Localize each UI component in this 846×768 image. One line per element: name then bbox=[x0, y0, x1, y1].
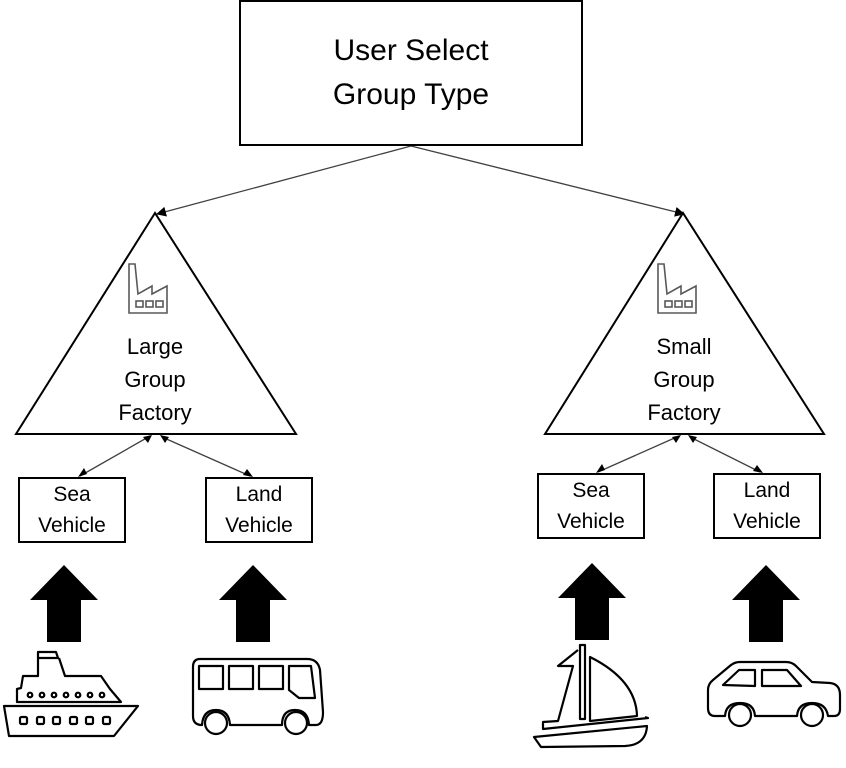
large-group-factory-label: Large Group Factory bbox=[85, 330, 225, 429]
up-arrow-icon bbox=[219, 565, 287, 642]
factory-icon bbox=[128, 263, 168, 314]
vehicle-label-line: Sea bbox=[53, 483, 91, 506]
vehicle-label-line: Vehicle bbox=[225, 514, 293, 537]
up-arrow-icon bbox=[732, 565, 800, 642]
factory-label-line: Small bbox=[656, 334, 712, 359]
vehicle-label-line: Vehicle bbox=[38, 514, 106, 537]
small-sea-vehicle-box: Sea Vehicle bbox=[537, 473, 645, 539]
vehicle-label-line: Land bbox=[743, 479, 791, 502]
factory-label-line: Group bbox=[124, 367, 186, 392]
vehicle-label-line: Vehicle bbox=[733, 510, 801, 533]
factory-label-line: Large bbox=[126, 334, 184, 359]
vehicle-label-line: Land bbox=[235, 483, 283, 506]
root-label-line: Group Type bbox=[332, 78, 490, 111]
large-factory-triangle bbox=[14, 211, 298, 435]
bus-icon bbox=[191, 657, 325, 736]
car-icon bbox=[706, 660, 842, 728]
arrowheads-small bbox=[596, 435, 763, 473]
vehicle-label-line: Sea bbox=[572, 479, 610, 502]
large-land-vehicle-box: Land Vehicle bbox=[205, 477, 313, 543]
root-label-line: User Select bbox=[333, 34, 489, 67]
up-arrow-icon bbox=[558, 563, 626, 640]
sailboat-icon bbox=[532, 643, 650, 749]
small-land-vehicle-box: Land Vehicle bbox=[713, 473, 821, 539]
connector-root-to-small-factory bbox=[410, 145, 685, 217]
factory-label-line: Factory bbox=[118, 400, 192, 425]
small-factory-triangle bbox=[543, 211, 826, 435]
large-sea-vehicle-box: Sea Vehicle bbox=[18, 477, 126, 543]
factory-label-line: Factory bbox=[647, 400, 721, 425]
arrowheads-large bbox=[78, 435, 253, 477]
factory-label-line: Group bbox=[653, 367, 715, 392]
connector-large-sea bbox=[79, 435, 151, 477]
user-select-group-type-box: User Select Group Type bbox=[239, 0, 583, 146]
up-arrow-icon bbox=[30, 565, 98, 642]
cruise-ship-icon bbox=[2, 650, 140, 738]
factory-icon bbox=[657, 263, 697, 314]
vehicle-label-line: Vehicle bbox=[557, 510, 625, 533]
small-group-factory-label: Small Group Factory bbox=[614, 330, 754, 429]
connector-root-to-large-factory bbox=[156, 145, 412, 217]
